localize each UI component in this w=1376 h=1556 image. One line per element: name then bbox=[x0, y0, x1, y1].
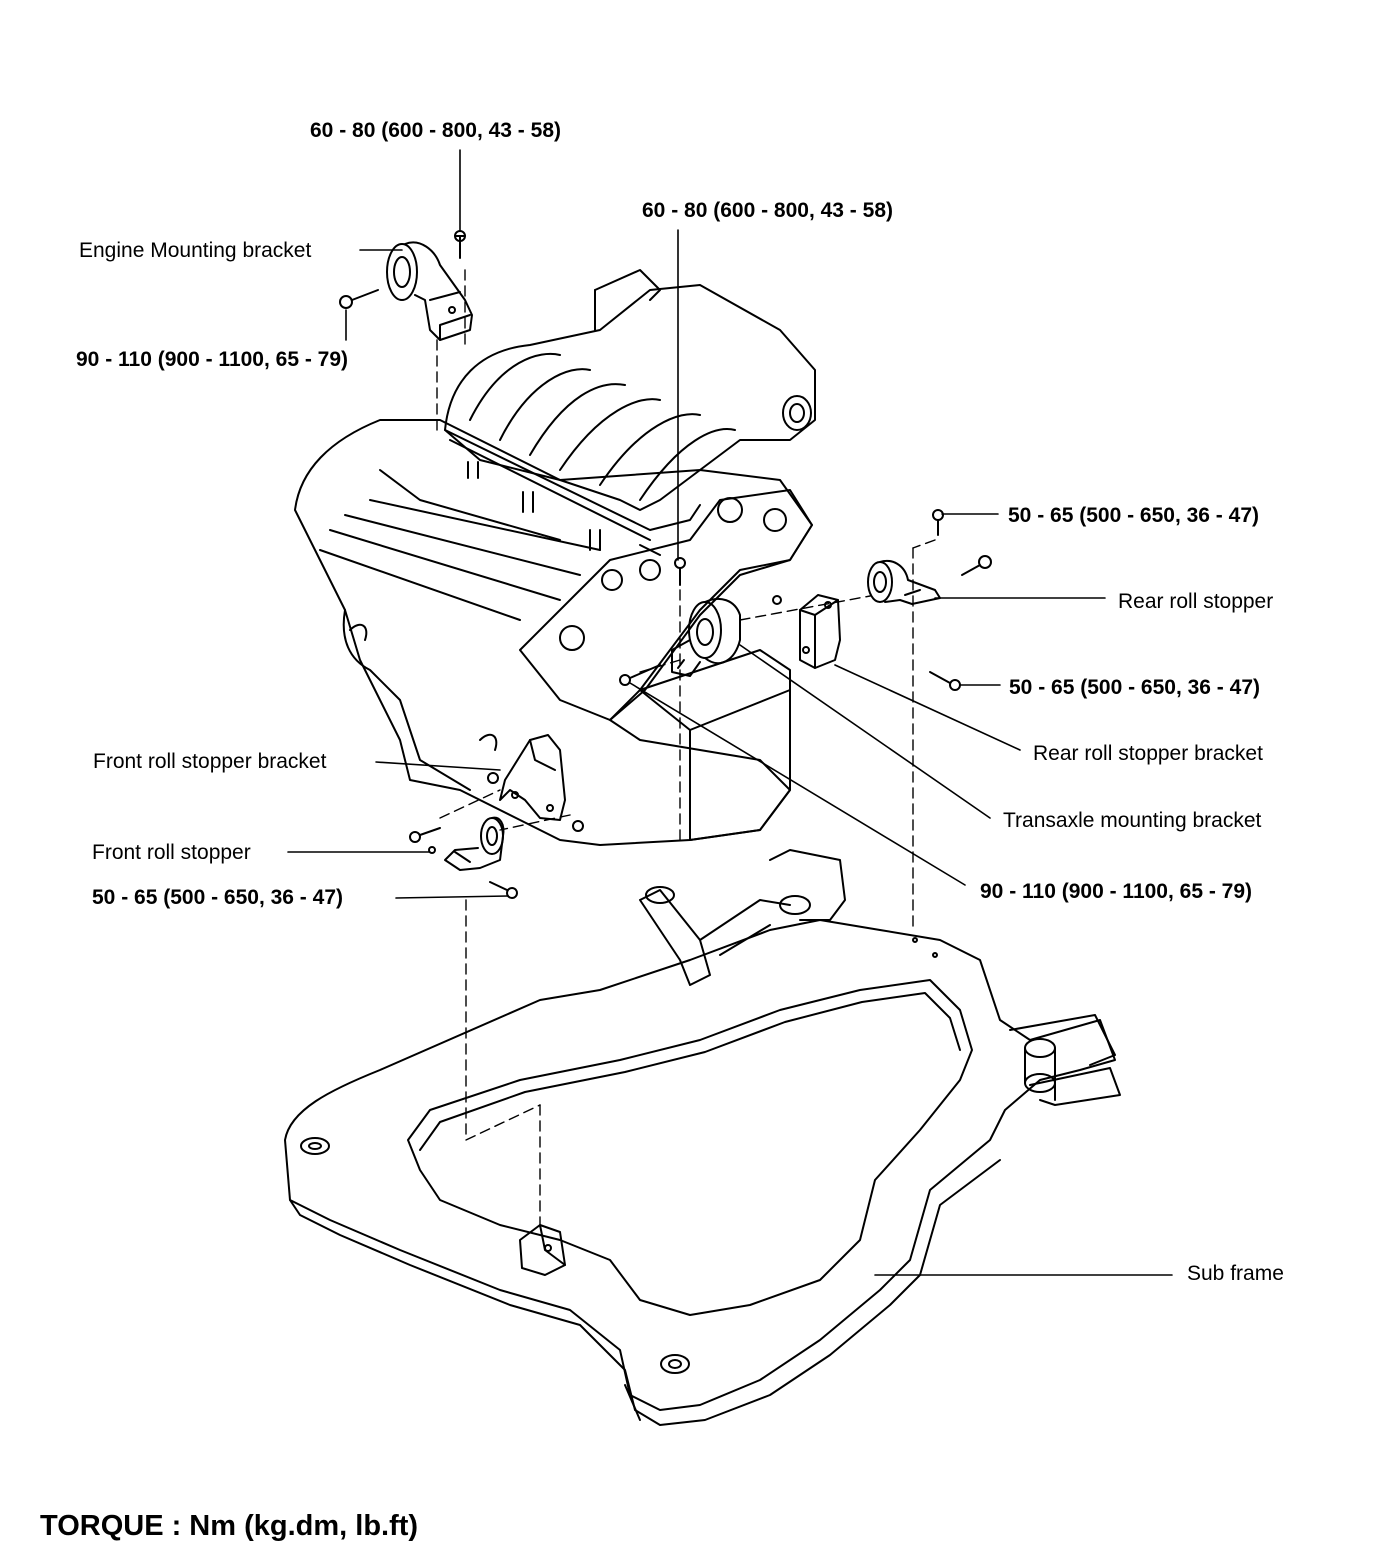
transaxle-mounting-bracket-part bbox=[671, 597, 741, 677]
torque-label-rear-upper: 50 - 65 (500 - 650, 36 - 47) bbox=[1008, 504, 1259, 527]
leader-lines bbox=[287, 149, 1173, 1276]
rear-roll-stopper-bracket-part bbox=[799, 594, 841, 669]
front-roll-stopper-part bbox=[444, 816, 505, 871]
torque-units-footer: TORQUE : Nm (kg.dm, lb.ft) bbox=[40, 1510, 419, 1542]
rear-roll-stopper-part bbox=[867, 560, 941, 605]
label-front-roll-stopper: Front roll stopper bbox=[92, 841, 251, 864]
label-rear-roll-stopper-bracket: Rear roll stopper bracket bbox=[1033, 742, 1263, 765]
torque-label-transaxle-top: 60 - 80 (600 - 800, 43 - 58) bbox=[642, 199, 893, 222]
sub-frame-part bbox=[284, 849, 1121, 1426]
alignment-lines bbox=[436, 269, 936, 1231]
torque-label-engine-mount-side: 90 - 110 (900 - 1100, 65 - 79) bbox=[76, 348, 349, 371]
bolt-set bbox=[339, 230, 992, 899]
torque-label-transaxle-side: 90 - 110 (900 - 1100, 65 - 79) bbox=[980, 880, 1253, 903]
intake-manifold bbox=[444, 269, 816, 556]
engine-block bbox=[294, 419, 813, 846]
label-front-roll-stopper-bracket: Front roll stopper bracket bbox=[93, 750, 327, 773]
torque-label-rear-lower: 50 - 65 (500 - 650, 36 - 47) bbox=[1009, 676, 1260, 699]
torque-label-front-lower: 50 - 65 (500 - 650, 36 - 47) bbox=[92, 886, 343, 909]
front-roll-stopper-bracket-part bbox=[499, 734, 566, 821]
label-engine-mounting-bracket: Engine Mounting bracket bbox=[79, 239, 312, 262]
label-transaxle-mounting-bracket: Transaxle mounting bracket bbox=[1003, 809, 1262, 832]
label-rear-roll-stopper: Rear roll stopper bbox=[1118, 590, 1274, 613]
torque-label-engine-mount-top: 60 - 80 (600 - 800, 43 - 58) bbox=[310, 119, 561, 142]
label-sub-frame: Sub frame bbox=[1187, 1262, 1284, 1285]
engine-mounting-bracket-part bbox=[386, 241, 473, 341]
